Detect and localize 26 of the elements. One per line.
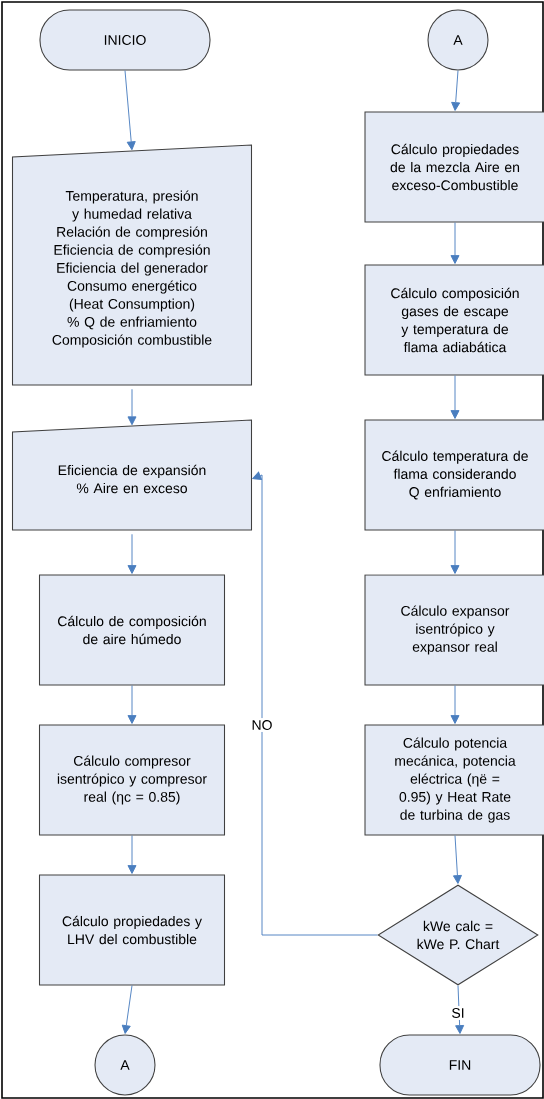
arrow (121, 985, 133, 1034)
edge-label: SI (449, 1006, 467, 1020)
process-box: Cálculo propiedades de la mezcla Aire en exceso-Combustible (364, 111, 544, 223)
arrow (124, 70, 136, 151)
process-box: Cálculo potencia mecánica, potencia eléctrica (ηë = 0.95) y Heat Rate de turbina de gas (364, 724, 544, 836)
arrow (127, 388, 137, 426)
arrow (127, 685, 137, 724)
process-box: Cálculo propiedades y LHV del combustible (38, 874, 226, 986)
arrow (450, 222, 460, 264)
arrow (455, 985, 465, 1034)
process-box: Cálculo temperatura de flama considerando Q enfriamiento (364, 419, 544, 531)
arrow (450, 375, 460, 419)
process-box: Cálculo compresor isentrópico y compresor real (ηc = 0.85) (38, 724, 226, 836)
arrow (252, 471, 378, 936)
arrow (127, 835, 137, 874)
arrow (451, 70, 461, 111)
process-box: Cálculo expansor isentrópico y expansor real (364, 574, 544, 686)
arrow (452, 835, 462, 884)
start-terminator: INICIO (39, 9, 211, 71)
edge-label: NO (249, 718, 275, 732)
process-box: Cálculo composición gases de escape y temperatura de flama adiabática (364, 264, 544, 376)
arrow (450, 685, 460, 724)
end-terminator: FIN (379, 1034, 541, 1096)
arrow (127, 533, 137, 574)
process-box: Cálculo de composición de aire húmedo (38, 574, 226, 686)
arrow (450, 530, 460, 574)
